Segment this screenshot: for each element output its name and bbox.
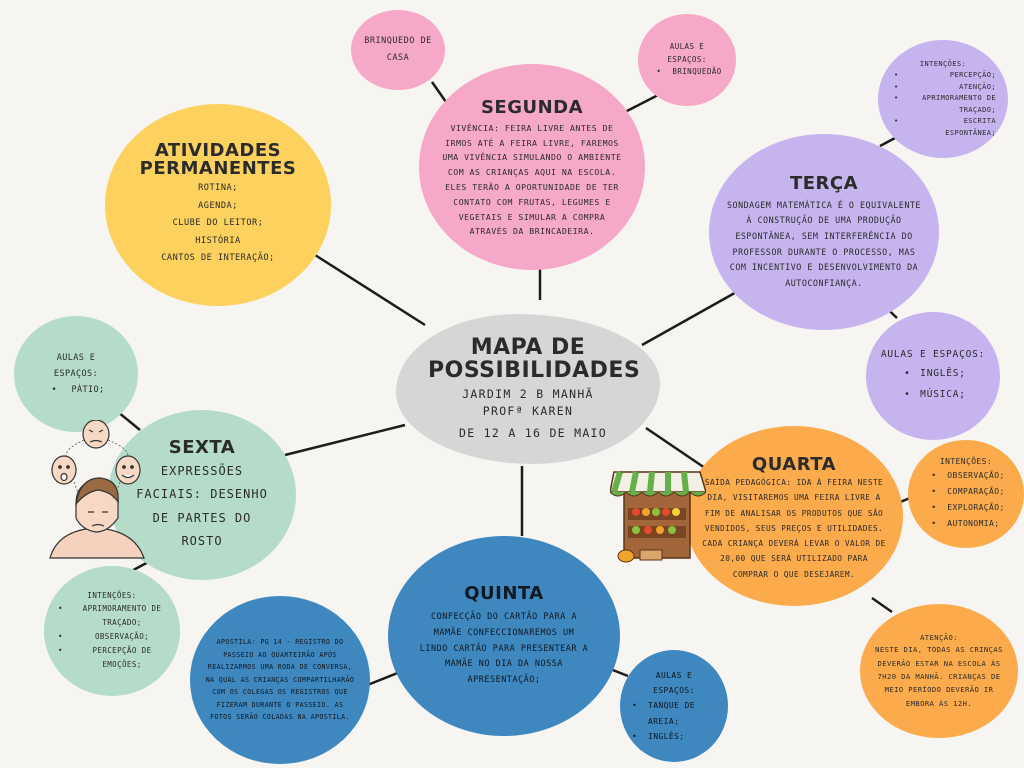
center-node: MAPA DE POSSIBILIDADES JARDIM 2 B MANHÃ … — [396, 314, 660, 464]
segunda-text: VIVÊNCIA: FEIRA LIVRE ANTES DE IRMOS ATÉ… — [442, 122, 622, 237]
segunda-title: SEGUNDA — [480, 96, 584, 118]
center-line: PROFª KAREN — [482, 403, 574, 418]
list-item: TANQUE DE AREIA; — [628, 698, 720, 728]
center-title: MAPA DE POSSIBILIDADES — [428, 334, 641, 383]
list-item: COMPARAÇÃO; — [927, 484, 1004, 500]
quarta-intencoes-node: INTENÇÕES: OBSERVAÇÃO; COMPARAÇÃO; EXPLO… — [908, 440, 1024, 548]
quinta-aulas-node: AULAS E ESPAÇOS: TANQUE DE AREIA; INGLÊS… — [620, 650, 728, 762]
sexta-intencoes-heading: INTENÇÕES: — [87, 591, 137, 601]
list-item: HISTÓRIA — [195, 235, 241, 246]
terca-title: TERÇA — [789, 172, 859, 194]
list-item: OBSERVAÇÃO; — [54, 630, 170, 644]
market-stall-icon — [610, 471, 706, 563]
sexta-title: SEXTA — [168, 436, 236, 458]
quarta-text: SAÍDA PEDAGÓGICA: IDA À FEIRA NESTE DIA,… — [702, 478, 886, 579]
list-item: ATENÇÃO; — [890, 82, 996, 94]
list-item: INGLÊS; — [900, 364, 966, 385]
atividades-list: ROTINA; AGENDA; CLUBE DO LEITOR; HISTÓRI… — [161, 180, 274, 268]
list-item: APRIMORAMENTO DE TRAÇADO; — [890, 93, 996, 116]
quinta-apostila-node: APOSTILA: PG 14 - REGISTRO DO PASSEIO AO… — [190, 596, 370, 764]
terca-node: TERÇA SONDAGEM MATEMÁTICA É O EQUIVALENT… — [709, 134, 939, 330]
center-line: DE 12 A 16 DE MAIO — [458, 426, 608, 441]
faces-expressions-icon — [49, 420, 145, 559]
quarta-intencoes-heading: INTENÇÕES: — [939, 456, 993, 466]
sexta-aulas-list: PÁTIO; — [47, 382, 104, 398]
terca-intencoes-list: PERCEPÇÃO; ATENÇÃO; APRIMORAMENTO DE TRA… — [890, 70, 996, 139]
quarta-atencao-node: ATENÇÃO: NESTE DIA, TODAS AS CRINÇAS DEV… — [860, 604, 1018, 738]
quinta-aulas-heading: AULAS E ESPAÇOS: — [653, 671, 695, 696]
quinta-text: CONFECÇÃO DO CARTÃO PARA A MAMÃE CONFECC… — [419, 612, 589, 686]
quinta-apostila-text: APOSTILA: PG 14 - REGISTRO DO PASSEIO AO… — [205, 638, 355, 722]
segunda-node: SEGUNDA VIVÊNCIA: FEIRA LIVRE ANTES DE I… — [419, 64, 645, 270]
quarta-intencoes-list: OBSERVAÇÃO; COMPARAÇÃO; EXPLORAÇÃO; AUTO… — [927, 468, 1004, 532]
list-item: CANTOS DE INTERAÇÃO; — [161, 253, 275, 264]
list-item: ESCRITA ESPONTÂNEA; — [890, 116, 996, 139]
list-item: PERCEPÇÃO; — [890, 70, 996, 82]
list-item: MÚSICA; — [900, 385, 966, 406]
list-item: AUTONOMIA; — [927, 516, 1004, 532]
quinta-aulas-list: TANQUE DE AREIA; INGLÊS; — [628, 698, 720, 744]
list-item: BRINQUEDÃO — [652, 66, 721, 79]
list-item: AGENDA; — [198, 200, 238, 211]
brinquedo-node: BRINQUEDO DE CASA — [351, 10, 445, 90]
list-item: ROTINA; — [198, 182, 238, 193]
quarta-node: QUARTA SAÍDA PEDAGÓGICA: IDA À FEIRA NES… — [685, 426, 903, 606]
terca-intencoes-node: INTENÇÕES: PERCEPÇÃO; ATENÇÃO; APRIMORAM… — [878, 40, 1008, 158]
terca-aulas-heading: AULAS E ESPAÇOS: — [880, 349, 986, 361]
sexta-aulas-heading: AULAS E ESPAÇOS: — [53, 352, 99, 379]
quinta-node: QUINTA CONFECÇÃO DO CARTÃO PARA A MAMÃE … — [388, 536, 620, 736]
terca-aulas-node: AULAS E ESPAÇOS: INGLÊS; MÚSICA; — [866, 312, 1000, 440]
quarta-atencao-text: NESTE DIA, TODAS AS CRINÇAS DEVERÃO ESTA… — [875, 645, 1003, 708]
quarta-title: QUARTA — [751, 454, 837, 476]
segunda-aulas-heading: AULAS E ESPAÇOS: — [667, 41, 707, 64]
segunda-aulas-node: AULAS E ESPAÇOS: BRINQUEDÃO — [638, 14, 736, 106]
quarta-atencao-heading: ATENÇÃO: — [920, 632, 958, 642]
list-item: APRIMORAMENTO DE TRAÇADO; — [54, 602, 170, 630]
terca-text: SONDAGEM MATEMÁTICA É O EQUIVALENTE À CO… — [727, 199, 921, 288]
list-item: INGLÊS; — [628, 729, 720, 744]
quinta-title: QUINTA — [464, 583, 544, 605]
list-item: CLUBE DO LEITOR; — [172, 218, 264, 229]
terca-aulas-list: INGLÊS; MÚSICA; — [900, 364, 966, 406]
sexta-aulas-node: AULAS E ESPAÇOS: PÁTIO; — [14, 316, 138, 432]
segunda-aulas-list: BRINQUEDÃO — [652, 66, 721, 79]
sexta-text: EXPRESSÕES FACIAIS: DESENHO DE PARTES DO… — [136, 463, 268, 548]
list-item: PÁTIO; — [47, 382, 104, 398]
list-item: OBSERVAÇÃO; — [927, 468, 1004, 484]
atividades-title: ATIVIDADES PERMANENTES — [139, 139, 297, 179]
atividades-node: ATIVIDADES PERMANENTES ROTINA; AGENDA; C… — [105, 104, 331, 306]
terca-intencoes-heading: INTENÇÕES: — [919, 59, 967, 68]
brinquedo-text: BRINQUEDO DE CASA — [364, 36, 432, 63]
sexta-intencoes-node: INTENÇÕES: APRIMORAMENTO DE TRAÇADO; OBS… — [44, 566, 180, 696]
center-subtitle: JARDIM 2 B MANHÃ PROFª KAREN DE 12 A 16 … — [449, 386, 607, 442]
sexta-intencoes-list: APRIMORAMENTO DE TRAÇADO; OBSERVAÇÃO; PE… — [54, 602, 170, 671]
center-line: JARDIM 2 B MANHÃ — [462, 387, 594, 402]
list-item: EXPLORAÇÃO; — [927, 500, 1004, 516]
list-item: PERCEPÇÃO DE EMOÇÕES; — [54, 644, 170, 672]
